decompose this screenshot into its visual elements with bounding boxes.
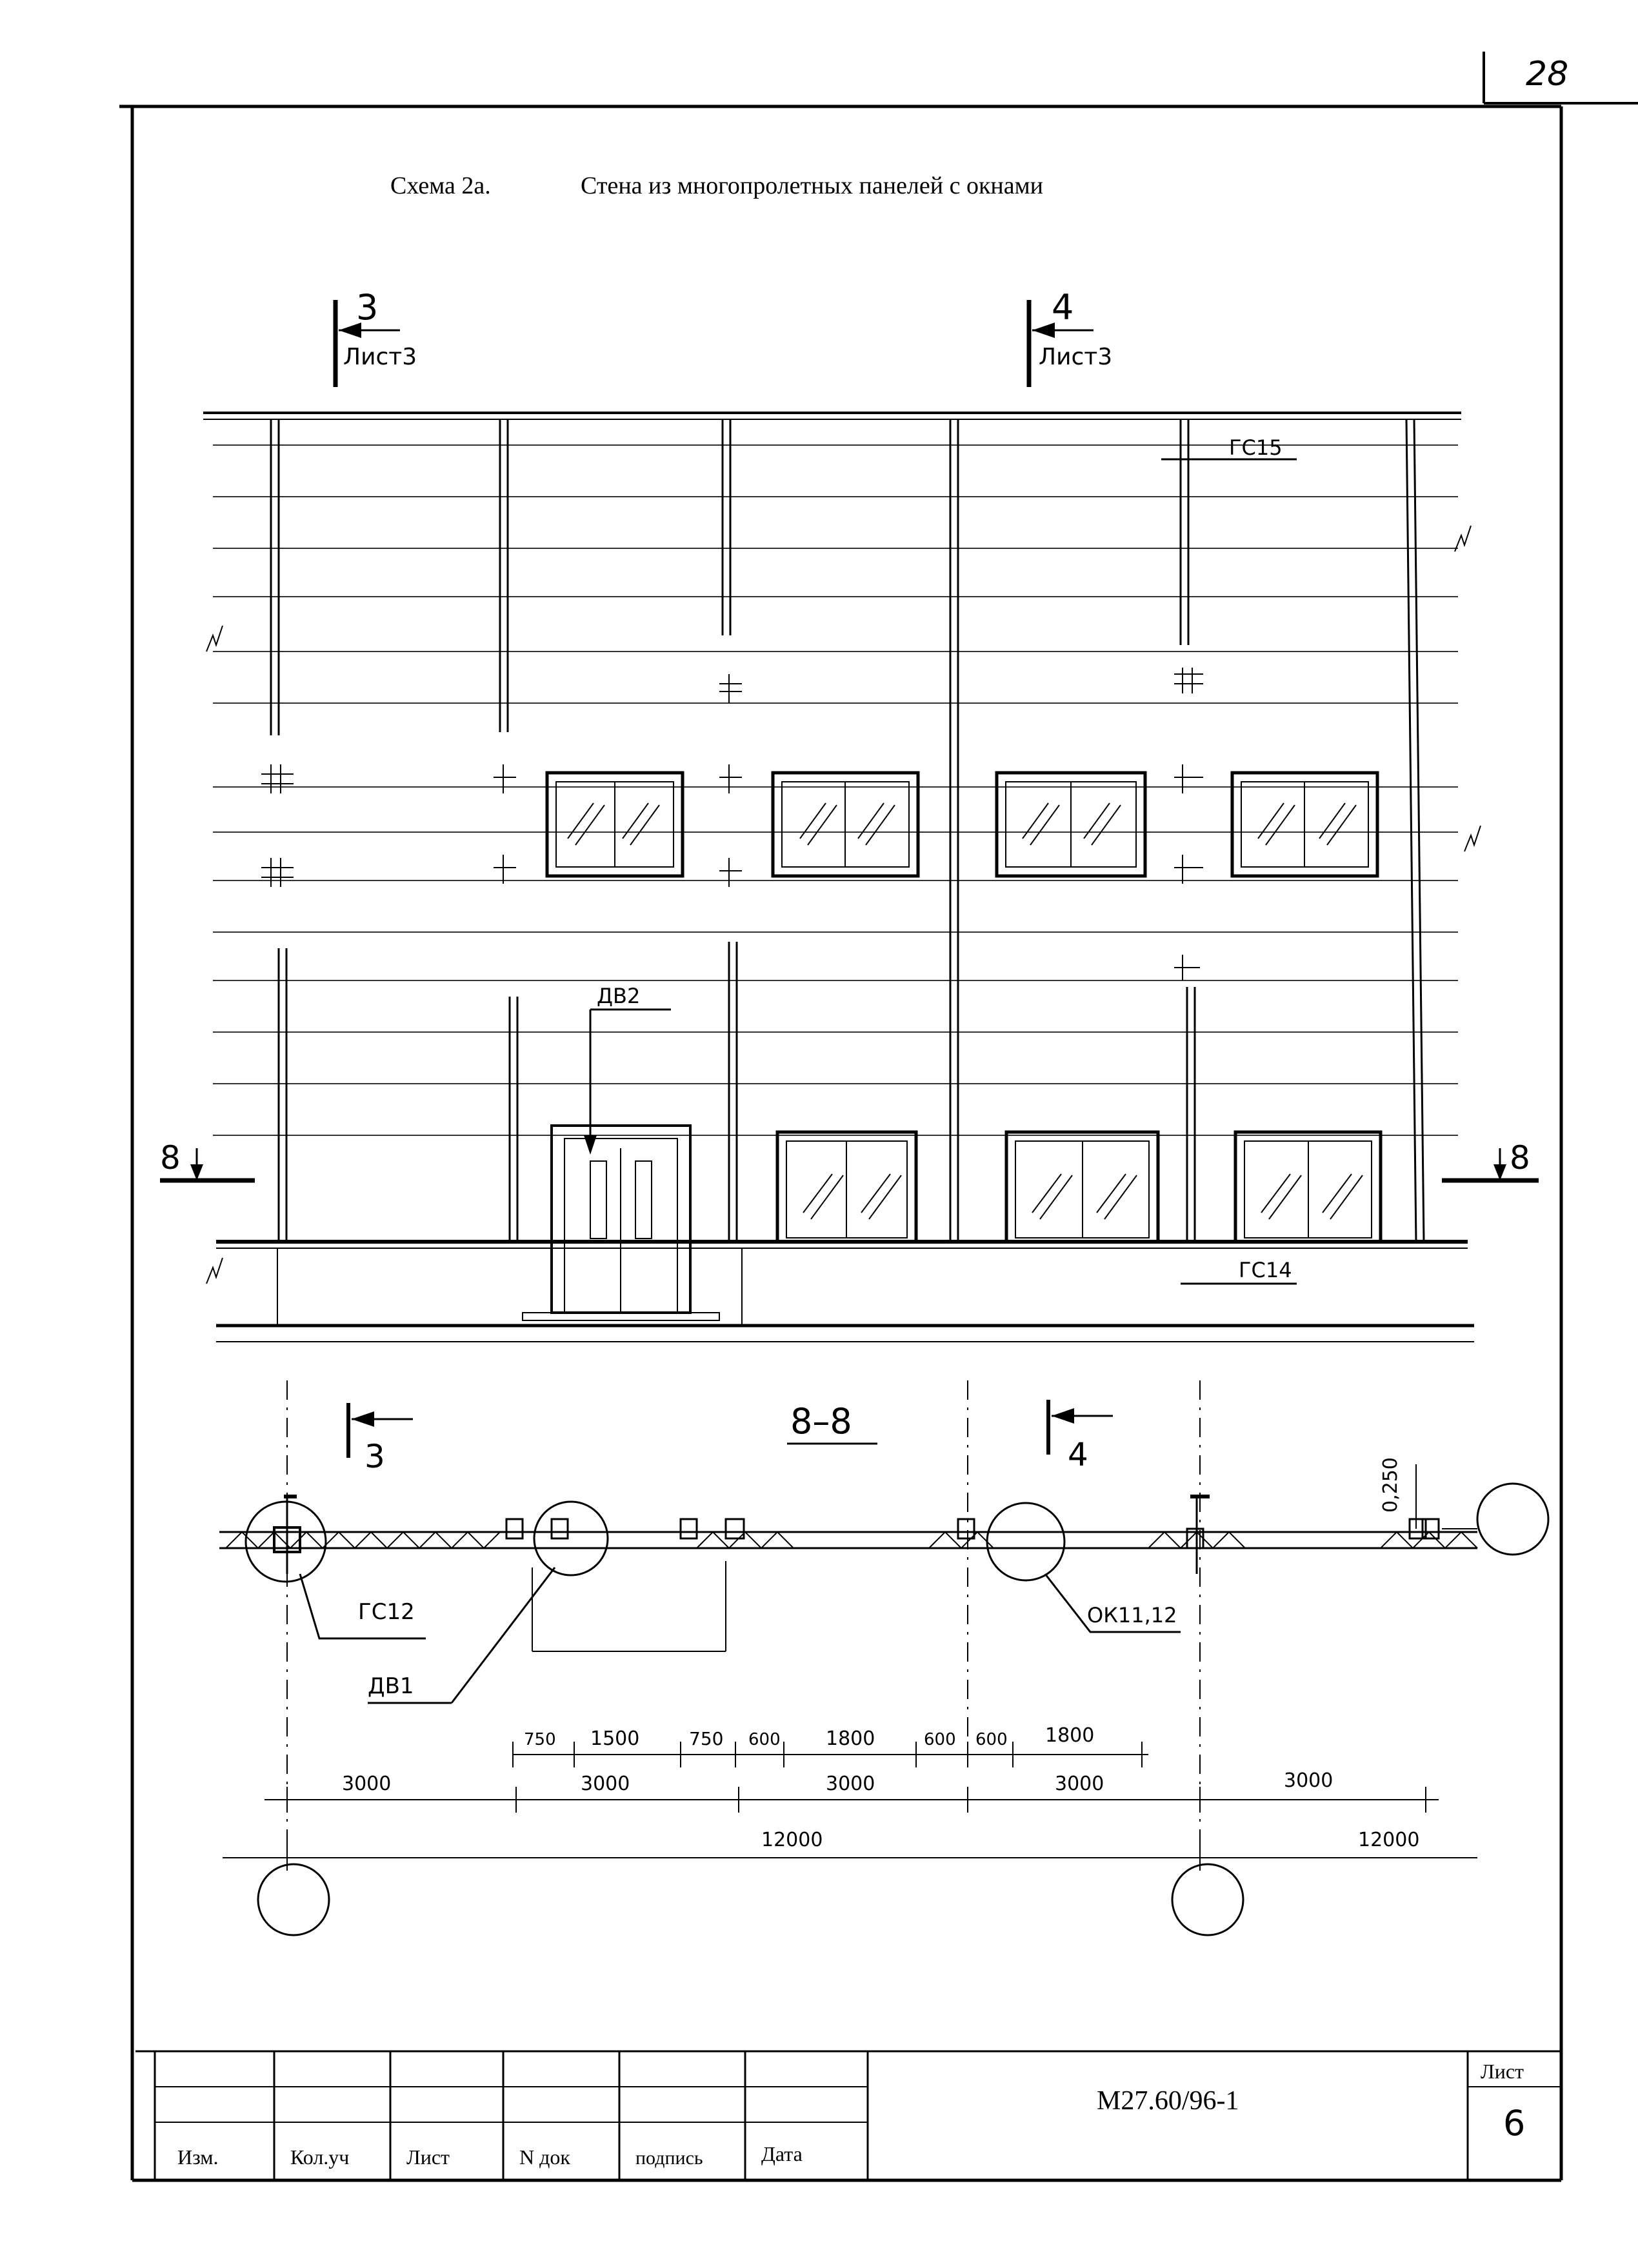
plan-section-mark-3: 3 [346, 1403, 413, 1475]
dim-3000-1: 3000 [342, 1773, 391, 1795]
upper-window-hatches [567, 802, 1357, 846]
title-block [135, 2050, 1561, 2180]
dim-1800-a: 1800 [826, 1727, 875, 1750]
elevation-mark: 0,250 [1379, 1457, 1402, 1513]
col-list: Лист [406, 2145, 450, 2169]
section-8-left-number: 8 [160, 1139, 181, 1177]
page-number-block: 28 [1483, 52, 1638, 104]
upper-windows [545, 771, 1379, 878]
document-designation: М27.60/96-1 [1097, 2086, 1239, 2116]
section-3-sheet: Лист3 [343, 344, 417, 370]
dim-3000-4: 3000 [1055, 1773, 1104, 1795]
label-gs15: ГС15 [1229, 435, 1283, 460]
dim-600-a: 600 [748, 1730, 781, 1749]
plan-section-3-number: 3 [365, 1438, 385, 1475]
section-3-number: 3 [356, 287, 378, 328]
lower-window-hatches [803, 1173, 1363, 1220]
plan-callouts: 0,250 ГС12 ДВ1 ОК11,12 [299, 1457, 1402, 1704]
dim-1500: 1500 [590, 1727, 639, 1750]
dimension-texts: 750 1500 750 600 1800 600 600 1800 3000 … [342, 1724, 1419, 1851]
axis-lines [286, 1380, 1201, 1858]
dim-3000-5: 3000 [1284, 1769, 1333, 1792]
drawing-frame [119, 104, 1563, 2182]
scheme-title: Стена из многопролетных панелей с окнами [581, 172, 1043, 199]
joint-crosses [261, 668, 1203, 980]
dim-600-c: 600 [975, 1730, 1008, 1749]
dim-1800-b: 1800 [1045, 1724, 1094, 1747]
elevation-view [203, 412, 1481, 1342]
section-4-sheet: Лист3 [1039, 344, 1112, 370]
plan-view [219, 1464, 1550, 1652]
section-mark-3: 3 Лист3 [333, 287, 417, 387]
dim-750-b: 750 [689, 1728, 723, 1749]
section-mark-4: 4 Лист3 [1026, 287, 1112, 387]
entrance-door [522, 1124, 720, 1321]
axis-circle-right [1171, 1863, 1244, 1936]
title-block-texts: Изм. Кол.уч Лист N док подпись Дата М27.… [177, 2060, 1525, 2169]
section-mark-8-left: 8 [160, 1139, 255, 1183]
section-4-number: 4 [1052, 287, 1074, 328]
elevation-callouts: ГС15 ГС14 ДВ2 [584, 435, 1297, 1285]
plan-section-mark-4: 4 [1046, 1400, 1113, 1473]
dim-3000-2: 3000 [581, 1773, 630, 1795]
section-8-right-number: 8 [1510, 1139, 1530, 1177]
dim-600-b: 600 [924, 1730, 956, 1749]
axis-circle-left [257, 1863, 330, 1936]
label-dv2: ДВ2 [597, 984, 640, 1008]
col-podpis: подпись [635, 2147, 703, 2169]
columns [270, 419, 1425, 1242]
dimension-lines [223, 1742, 1477, 1871]
section-mark-8-right: 8 [1442, 1139, 1539, 1183]
label-ok: ОК11,12 [1087, 1603, 1177, 1627]
panel-joints [213, 444, 1458, 1136]
col-kol-uch: Кол.уч [290, 2145, 349, 2169]
col-data: Дата [761, 2142, 803, 2165]
lower-windows [775, 1130, 1383, 1244]
dim-3000-3: 3000 [826, 1773, 875, 1795]
sheet-label: Лист [1481, 2060, 1524, 2083]
col-n-dok: N док [519, 2145, 570, 2169]
plan-section-4-number: 4 [1068, 1436, 1088, 1473]
sheet-number: 6 [1503, 2103, 1525, 2144]
scheme-number: Схема 2а. [390, 172, 491, 199]
label-gs12: ГС12 [358, 1599, 415, 1625]
col-izm: Изм. [177, 2145, 219, 2169]
label-gs14: ГС14 [1239, 1258, 1292, 1282]
page-number: 28 [1526, 55, 1568, 94]
dim-750-a: 750 [524, 1730, 556, 1749]
label-dv1: ДВ1 [368, 1673, 414, 1699]
dim-12000-2: 12000 [1358, 1829, 1419, 1851]
dim-12000-1: 12000 [761, 1829, 823, 1851]
plan-title: 8–8 [790, 1401, 852, 1442]
